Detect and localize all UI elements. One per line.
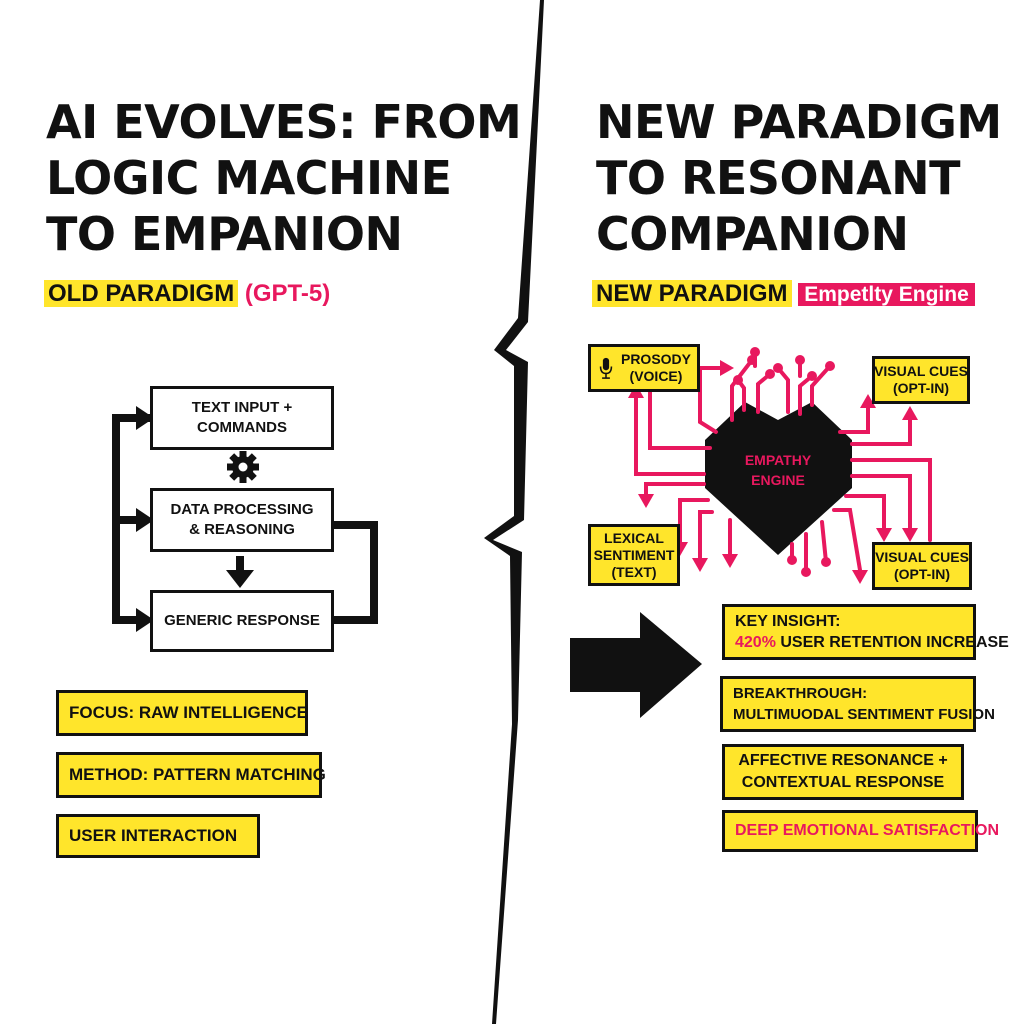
new-paradigm-tag: NEW PARADIGM Empetlty Engine — [592, 279, 975, 310]
affective-resonance-box: AFFECTIVE RESONANCE + CONTEXTUAL RESPONS… — [722, 744, 964, 800]
visual-cues-top-line: (OPT-IN) — [893, 380, 949, 396]
left-title-line: TO EMPANION — [46, 207, 403, 261]
right-title-line: NEW PARADIGM — [596, 95, 1002, 149]
heart-chip-icon — [705, 402, 852, 555]
generic-response-label: GENERIC RESPONSE — [164, 612, 320, 629]
visual-cues-bottom-line: (OPT-IN) — [894, 566, 950, 582]
visual-cues-top-line: VISUAL CUES — [874, 363, 968, 379]
user-interaction-box: USER INTERACTION — [56, 814, 260, 858]
left-title: AI EVOLVES: FROM LOGIC MACHINE TO EMPANI… — [46, 94, 522, 262]
empathy-engine-label: EMPATHY ENGINE — [728, 450, 828, 490]
microphone-icon — [599, 357, 613, 379]
right-arrow-icon — [570, 612, 702, 718]
breakthrough-detail: MULTIMUODAL SENTIMENT FUSION — [733, 706, 995, 723]
text-input-box: TEXT INPUT + COMMANDS — [150, 386, 334, 450]
left-title-line: AI EVOLVES: FROM — [46, 95, 522, 149]
breakthrough-title: BREAKTHROUGH: — [733, 685, 868, 702]
data-processing-line: & REASONING — [189, 521, 295, 538]
new-paradigm-label: NEW PARADIGM — [592, 280, 792, 307]
method-label: METHOD: PATTERN MATCHING — [69, 765, 326, 784]
breakthrough-box: BREAKTHROUGH: MULTIMUODAL SENTIMENT FUSI… — [720, 676, 995, 732]
lexical-line: (TEXT) — [611, 563, 657, 580]
old-paradigm-tag: OLD PARADIGM (GPT-5) — [44, 279, 330, 309]
generic-response-box: GENERIC RESPONSE — [150, 590, 334, 652]
affective-line: AFFECTIVE RESONANCE + — [738, 752, 948, 769]
key-insight-rest: USER RETENTION INCREASE — [780, 634, 1009, 651]
gear-icon — [227, 451, 259, 483]
key-insight-value: 420% — [735, 634, 776, 651]
flow-arrowheads — [136, 406, 254, 632]
visual-cues-bottom-line: VISUAL CUES — [875, 549, 969, 565]
focus-box: FOCUS: RAW INTELLIGENCE — [56, 690, 308, 736]
lexical-line: LEXICAL — [604, 529, 664, 546]
lexical-line: SENTIMENT — [593, 546, 675, 563]
split-divider — [484, 0, 544, 1024]
satisfaction-box: DEEP EMOTIONAL SATISFACTION — [722, 810, 1000, 852]
empathy-engine-line: EMPATHY — [744, 452, 812, 468]
prosody-box: PROSODY (VOICE) — [588, 344, 700, 392]
left-title-line: LOGIC MACHINE — [46, 151, 452, 205]
key-insight-box: KEY INSIGHT: 420% USER RETENTION INCREAS… — [722, 604, 1009, 660]
right-title-line: COMPANION — [596, 207, 909, 261]
new-paradigm-sub: Empetlty Engine — [798, 283, 975, 306]
visual-cues-top-box: VISUAL CUES (OPT-IN) — [872, 356, 970, 404]
data-processing-line: DATA PROCESSING — [170, 501, 314, 518]
satisfaction-label: DEEP EMOTIONAL SATISFACTION — [735, 822, 1000, 839]
lexical-sentiment-box: LEXICAL SENTIMENT (TEXT) — [588, 524, 680, 586]
key-insight-title: KEY INSIGHT: — [735, 613, 841, 630]
prosody-line: PROSODY — [620, 351, 691, 367]
affective-line: CONTEXTUAL RESPONSE — [741, 774, 945, 791]
old-paradigm-sub: (GPT-5) — [244, 280, 331, 307]
visual-cues-bottom-box: VISUAL CUES (OPT-IN) — [872, 542, 972, 590]
focus-label: FOCUS: RAW INTELLIGENCE — [69, 703, 308, 722]
circuit-nodes — [733, 347, 835, 577]
empathy-engine-line: ENGINE — [751, 472, 805, 488]
text-input-label: TEXT INPUT + COMMANDS — [191, 399, 293, 436]
user-interaction-label: USER INTERACTION — [69, 826, 238, 845]
right-title-line: TO RESONANT — [596, 151, 961, 205]
old-paradigm-label: OLD PARADIGM — [44, 280, 239, 307]
method-box: METHOD: PATTERN MATCHING — [56, 752, 326, 798]
prosody-line: (VOICE) — [629, 368, 683, 384]
right-title: NEW PARADIGM TO RESONANT COMPANION — [596, 94, 1002, 262]
data-processing-box: DATA PROCESSING & REASONING — [150, 488, 334, 552]
